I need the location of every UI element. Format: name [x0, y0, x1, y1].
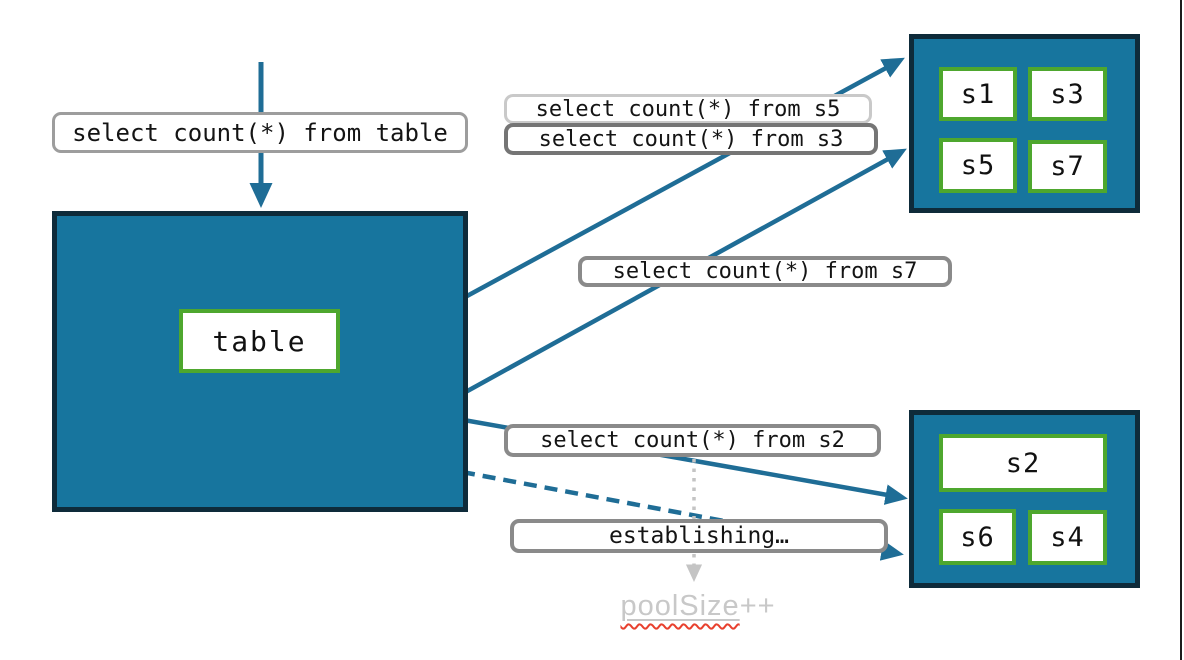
pool-size-suffix: ++ [739, 590, 776, 622]
shard-label: s3 [1050, 78, 1085, 110]
label-select-count-s7: select count(*) from s7 [578, 256, 952, 287]
shard-box-s5: s5 [939, 138, 1017, 193]
shard-box-s3: s3 [1028, 67, 1107, 121]
shard-pool-top: s1 s3 s5 s7 [909, 34, 1140, 213]
shard-label: s5 [960, 150, 996, 181]
label-text: select count(*) from s3 [538, 126, 844, 152]
table-node-label: table [179, 309, 340, 373]
shard-label: s1 [960, 78, 996, 110]
label-text: select count(*) from s7 [612, 259, 918, 284]
table-node-label-text: table [212, 324, 307, 358]
shard-label: s4 [1050, 522, 1085, 553]
label-text: establishing… [608, 523, 789, 549]
label-select-count-table: select count(*) from table [52, 112, 468, 153]
shard-box-s1: s1 [939, 67, 1017, 121]
pool-size-word: poolSize [620, 590, 740, 622]
label-text: select count(*) from s5 [535, 96, 841, 122]
shard-label: s2 [1005, 447, 1041, 479]
label-select-count-s2: select count(*) from s2 [504, 424, 881, 457]
label-text: select count(*) from s2 [540, 428, 845, 453]
label-select-count-s5: select count(*) from s5 [504, 94, 872, 124]
shard-label: s7 [1050, 151, 1085, 182]
shard-box-s2: s2 [939, 434, 1107, 492]
shard-box-s6: s6 [939, 509, 1016, 565]
shard-pool-bottom: s2 s6 s4 [909, 410, 1140, 588]
pool-size-text: poolSize++ [598, 590, 798, 623]
label-select-count-s3: select count(*) from s3 [504, 123, 878, 155]
label-establishing: establishing… [510, 519, 888, 553]
shard-box-s7: s7 [1028, 140, 1107, 193]
slide-right-edge [1180, 0, 1182, 660]
shard-label: s6 [960, 521, 995, 553]
shard-box-s4: s4 [1028, 510, 1107, 565]
spellcheck-squiggle: poolSize [620, 590, 739, 622]
label-text: select count(*) from table [72, 118, 448, 147]
